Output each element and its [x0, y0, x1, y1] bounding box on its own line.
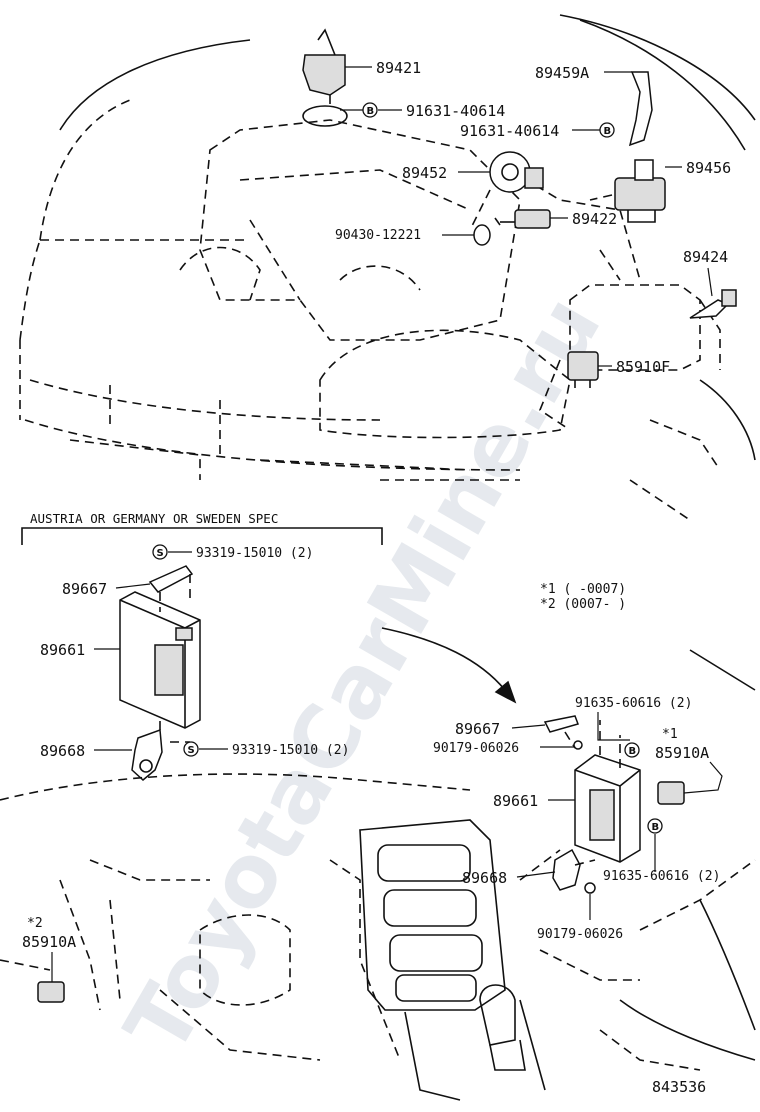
footnote-star2: *2 (0007- ): [540, 597, 626, 612]
clip-symbol-s: S: [157, 548, 164, 559]
clip-symbol-b: B: [652, 822, 660, 833]
label-89667-right: 89667: [455, 720, 500, 738]
label-90179-b: 90179-06026: [537, 927, 623, 942]
label-85910f: 85910F: [616, 358, 670, 376]
dashboard-drawing: [0, 649, 756, 1101]
star1-mark: *1: [662, 727, 678, 742]
relay-85910a-left: [37, 981, 65, 1003]
sensor-89424: [689, 289, 737, 319]
bottom-labels: 91635-60616 (2) 89667 90179-06026 B *1 8…: [22, 696, 723, 1096]
label-91635-b: 91635-60616 (2): [603, 869, 720, 884]
sensor-89422: [494, 209, 551, 229]
spec-section: AUSTRIA OR GERMANY OR SWEDEN SPEC S 9331…: [21, 511, 517, 781]
bracket-89459a: [628, 71, 653, 147]
label-89661-right: 89661: [493, 792, 538, 810]
label-91631-a: 91631-40614: [406, 102, 505, 120]
sensor-89456: [589, 159, 666, 223]
label-89421: 89421: [376, 59, 421, 77]
clip-symbol-b: B: [604, 126, 612, 137]
relay-85910a-right: [657, 781, 685, 805]
label-85910a-right: 85910A: [655, 744, 709, 762]
nut-90179: [573, 740, 596, 894]
label-89456: 89456: [686, 159, 731, 177]
spec-header: AUSTRIA OR GERMANY OR SWEDEN SPEC: [30, 511, 278, 526]
label-89452: 89452: [402, 164, 447, 182]
clip-symbol-s: S: [188, 745, 195, 756]
relay-85910f: [567, 351, 599, 388]
star2-mark: *2: [27, 916, 43, 931]
label-89668-right: 89668: [462, 869, 507, 887]
bracket-89667-right: [543, 715, 579, 749]
label-93319-a: 93319-15010 (2): [196, 546, 313, 561]
footnotes: *1 ( -0007) *2 (0007- ): [540, 582, 626, 612]
label-89668-left: 89668: [40, 742, 85, 760]
label-89661-left: 89661: [40, 641, 85, 659]
label-91635-a: 91635-60616 (2): [575, 696, 692, 711]
label-85910a-left: 85910A: [22, 933, 76, 951]
engine-bay-drawing: [19, 14, 756, 521]
gasket-90430: [473, 224, 491, 246]
label-90430: 90430-12221: [335, 228, 421, 243]
top-labels: 89421 B 91631-40614 89459A 91631-40614 B…: [335, 59, 731, 376]
bracket-89668-right: [552, 848, 596, 891]
label-89667-left: 89667: [62, 580, 107, 598]
sensor-89421: [302, 28, 346, 110]
label-93319-b: 93319-15010 (2): [232, 743, 349, 758]
label-91631-b: 91631-40614: [460, 122, 559, 140]
label-89459a: 89459A: [535, 64, 589, 82]
label-89422: 89422: [572, 210, 617, 228]
footnote-star1: *1 ( -0007): [540, 582, 626, 597]
figure-number: 843536: [652, 1078, 706, 1096]
label-89424: 89424: [683, 248, 728, 266]
sensor-89452: [469, 151, 544, 231]
ecu-right: [574, 720, 641, 863]
clip-symbol-b: B: [367, 106, 375, 117]
label-90179-a: 90179-06026: [433, 741, 519, 756]
clip-symbol-b: B: [629, 746, 637, 757]
